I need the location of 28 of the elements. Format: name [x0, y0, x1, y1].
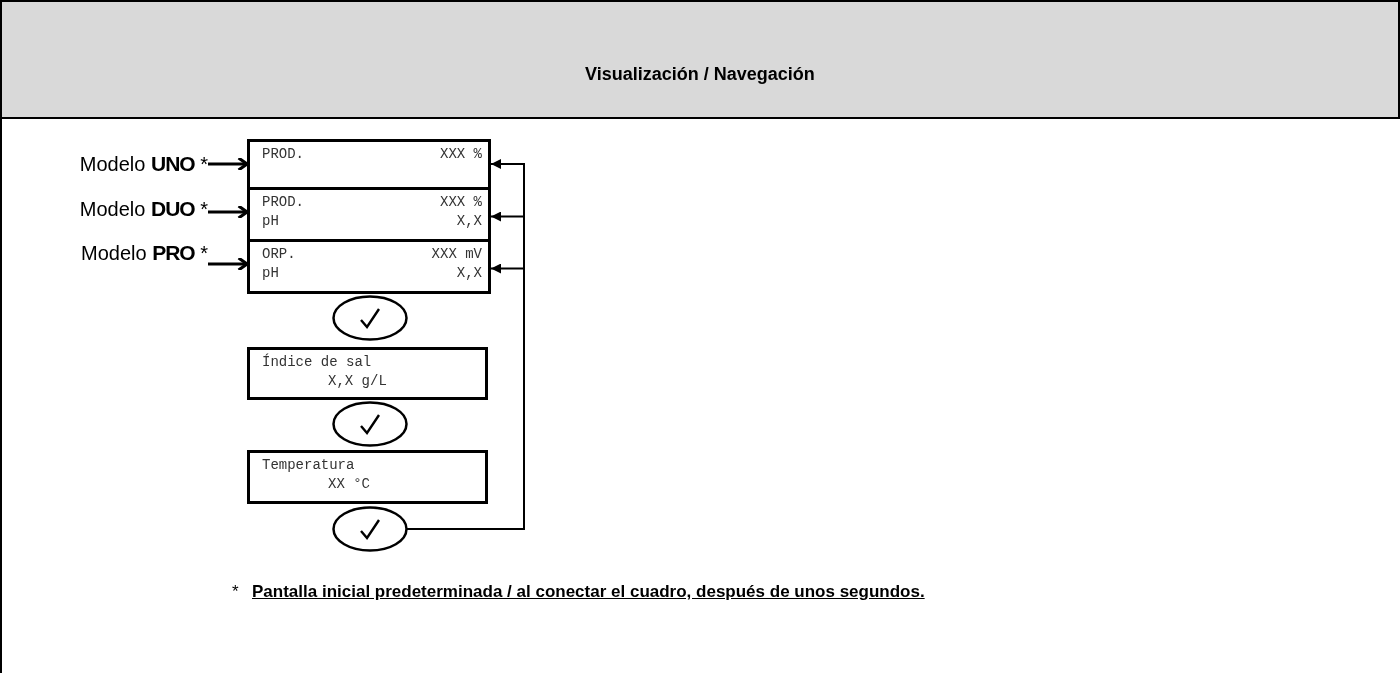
display-text: Índice de sal [262, 354, 372, 370]
lcd-display-screen [247, 187, 491, 242]
display-text: X,X [456, 265, 482, 281]
lcd-display-screen [247, 450, 488, 504]
display-text: Temperatura [262, 457, 355, 473]
display-text: XX °C [328, 476, 370, 492]
display-text: X,X g/L [328, 373, 387, 389]
display-text: ORP. [262, 246, 296, 262]
footnote-mark: * [232, 582, 239, 602]
display-text: XXX mV [431, 246, 482, 262]
display-text: pH [262, 213, 279, 229]
display-text: XXX % [440, 194, 482, 210]
arrow [208, 156, 249, 172]
diagram-title: Visualización / Navegación [585, 64, 815, 84]
display-text: X,X [456, 213, 482, 229]
model-label: Modelo DUO* [20, 197, 208, 223]
lcd-display-screen [247, 347, 488, 400]
arrow [208, 256, 249, 272]
display-text: pH [262, 265, 279, 281]
lcd-display-screen [247, 239, 491, 294]
model-label: Modelo PRO* [20, 241, 208, 267]
display-text: PROD. [262, 146, 304, 162]
footnote-text: Pantalla inicial predeterminada / al conectar el cuadro, después de unos segundos. [252, 582, 925, 602]
model-label: Modelo UNO* [20, 152, 208, 178]
arrow [208, 204, 249, 220]
display-text: XXX % [440, 146, 482, 162]
lcd-display-screen [247, 139, 491, 190]
display-text: PROD. [262, 194, 304, 210]
